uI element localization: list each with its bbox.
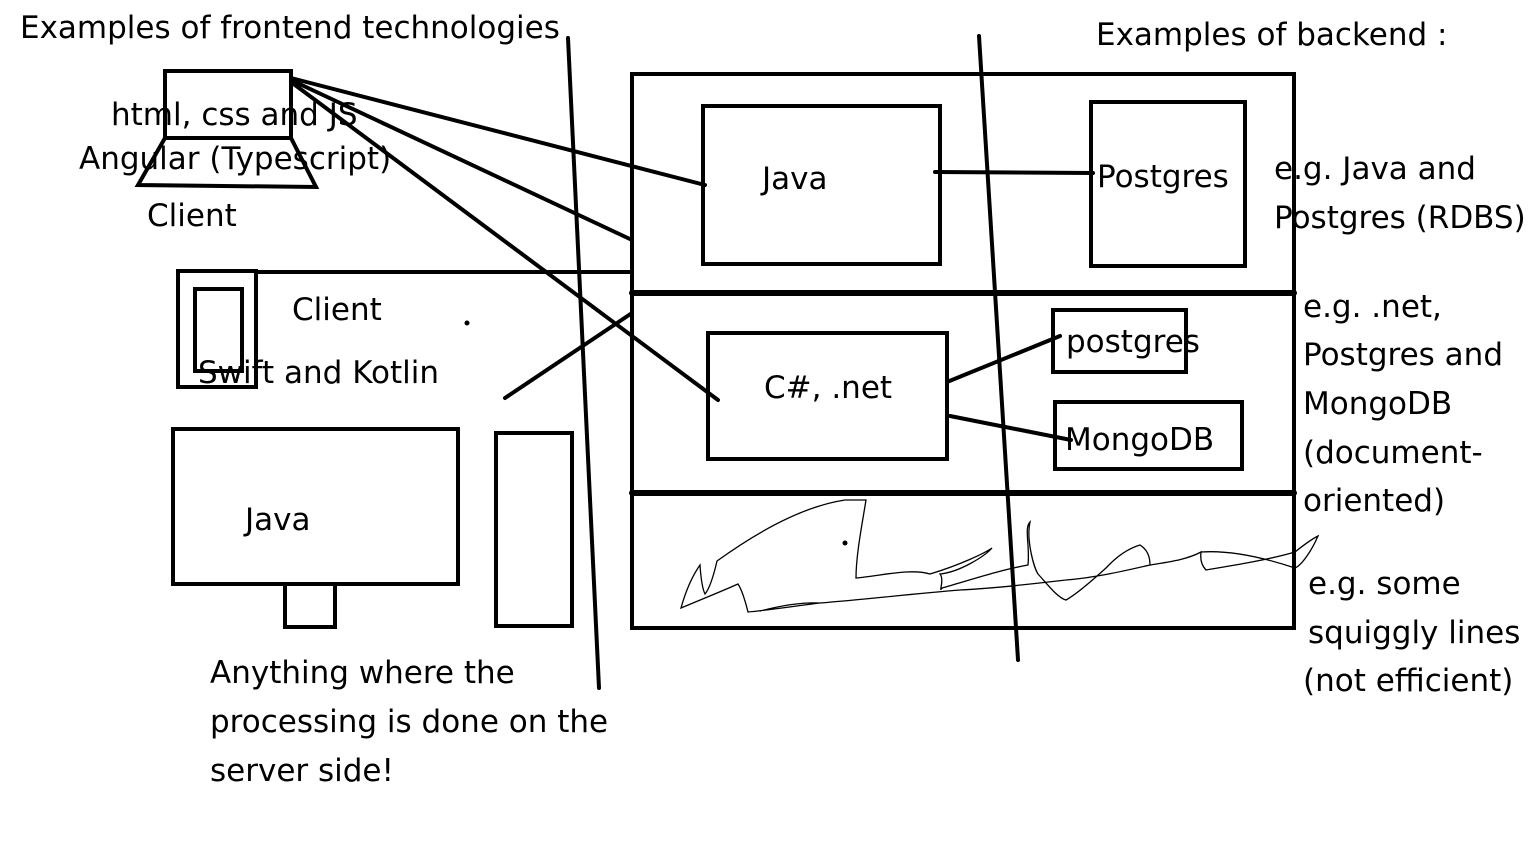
connector-laptop-to-dotnet bbox=[289, 80, 720, 402]
phone-tech-label: Swift and Kotlin bbox=[198, 355, 439, 391]
server-side-note-line1: Anything where the bbox=[210, 655, 515, 691]
squiggly-lines bbox=[680, 499, 1320, 613]
stack3-note-line2: squiggly lines bbox=[1308, 615, 1520, 651]
squiggle-dot bbox=[842, 540, 848, 546]
stack3-note-line1: e.g. some bbox=[1308, 566, 1461, 602]
stack1-note-line1: e.g. Java and bbox=[1274, 151, 1476, 187]
connector-dotnet-to-mongodb bbox=[948, 414, 1073, 442]
connector-java-to-postgres bbox=[933, 170, 1095, 175]
frontend-heading: Examples of frontend technologies bbox=[20, 10, 560, 46]
laptop-tech-label-line2: Angular (Typescript) bbox=[79, 141, 391, 177]
stack2-note-line4: (document- bbox=[1303, 435, 1483, 471]
stack2-note-line2: Postgres and bbox=[1303, 337, 1503, 373]
postgres-db-label-2: postgres bbox=[1066, 324, 1200, 360]
phone-icon bbox=[176, 269, 258, 389]
backend-heading: Examples of backend : bbox=[1096, 17, 1448, 53]
laptop-client-label: Client bbox=[147, 198, 237, 234]
phone-client-label: Client bbox=[292, 292, 382, 328]
stack3-note-line3: (not efficient) bbox=[1303, 663, 1513, 699]
stack2-note-line5: oriented) bbox=[1303, 483, 1445, 519]
dotnet-server-label: C#, .net bbox=[764, 370, 892, 406]
server-side-note-line3: server side! bbox=[210, 753, 394, 789]
server-side-note-line2: processing is done on the bbox=[210, 704, 608, 740]
postgres-db-box bbox=[1089, 100, 1247, 268]
laptop-icon bbox=[134, 69, 320, 190]
laptop-tech-label-line1: html, css and JS bbox=[111, 97, 358, 133]
frontend-backend-divider bbox=[566, 36, 601, 690]
desktop-tower-icon bbox=[494, 431, 574, 628]
stack1-note-line2: Postgres (RDBS) bbox=[1274, 200, 1526, 236]
stray-dot bbox=[464, 320, 470, 326]
stack2-note-line3: MongoDB bbox=[1303, 386, 1452, 422]
java-server-label: Java bbox=[760, 161, 827, 197]
backend-stacks-frame bbox=[630, 72, 1296, 630]
mongodb-db-label: MongoDB bbox=[1065, 422, 1214, 458]
stack2-note-line1: e.g. .net, bbox=[1303, 289, 1442, 325]
desktop-monitor-icon bbox=[171, 427, 460, 629]
connector-laptop-to-java bbox=[289, 76, 707, 187]
dotnet-server-box bbox=[706, 331, 949, 461]
desktop-tech-label: Java bbox=[243, 502, 310, 538]
connector-desktop-to-backend bbox=[503, 311, 634, 400]
connector-dotnet-to-postgres bbox=[945, 334, 1062, 384]
server-database-divider bbox=[977, 34, 1020, 662]
java-server-box bbox=[701, 104, 942, 266]
postgres-db-label: Postgres bbox=[1097, 159, 1229, 195]
